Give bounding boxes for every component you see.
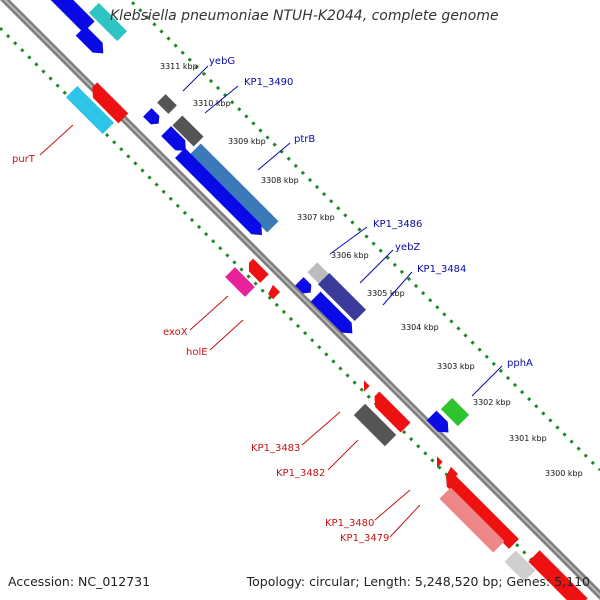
gene-label-yebZ: yebZ (395, 242, 420, 253)
gene-top-cyan (88, 2, 128, 42)
genome-summary-text: Topology: circular; Length: 5,248,520 bp… (246, 574, 590, 589)
gene-holE (268, 284, 281, 300)
gene-ptrB (189, 143, 279, 233)
gene-KP1_3480-small (437, 456, 443, 468)
gene-purT-cyan (65, 85, 115, 135)
tick-label: 3302 kbp (473, 398, 511, 407)
gene-label-KP1_3486: KP1_3486 (373, 219, 422, 230)
gene-pphA-fwd (426, 410, 449, 433)
gene-bottom-grey (504, 550, 536, 582)
forward-labels (182, 65, 503, 397)
gene-label-exoX: exoX (163, 327, 188, 338)
tick-label: 3304 kbp (401, 323, 439, 332)
leader-line (329, 226, 368, 255)
gene-small-blue (143, 108, 160, 125)
reverse-features (65, 82, 588, 600)
gene-label-ptrB: ptrB (294, 134, 315, 145)
accession-text: Accession: NC_012731 (8, 574, 151, 589)
gene-pphA (440, 397, 470, 427)
leader-line (382, 271, 413, 306)
outer-dotted-track (127, 0, 600, 472)
gene-exoX (225, 267, 255, 297)
genome-title: Klebsiella pneumoniae NTUH-K2044, comple… (110, 8, 499, 24)
leader-line (189, 295, 229, 331)
leader-line (359, 249, 394, 284)
tick-label: 3303 kbp (437, 362, 475, 371)
tick-label: 3300 kbp (545, 469, 583, 478)
tick-label: 3305 kbp (367, 289, 405, 298)
tick-label: 3301 kbp (509, 434, 547, 443)
forward-features (49, 0, 470, 433)
gene-top-arrow (75, 25, 104, 54)
leader-line (204, 85, 239, 114)
reverse-labels (39, 124, 421, 538)
tick-label: 3306 kbp (331, 251, 369, 260)
tick-label: 3310 kbp (193, 99, 231, 108)
gene-KP1_3483 (374, 391, 411, 433)
gene-yebZ (317, 272, 367, 322)
leader-line (327, 439, 359, 471)
tick-label: 3307 kbp (297, 213, 335, 222)
leader-line (471, 365, 503, 397)
gene-KP1_3486 (307, 262, 329, 284)
gene-exoX-arrow (248, 258, 269, 283)
gene-KP1_3483-small (364, 380, 370, 392)
gene-KP1_3490 (172, 115, 204, 147)
leader-line (39, 124, 74, 156)
gene-label-KP1_3482: KP1_3482 (276, 468, 325, 479)
gene-bottom-red (528, 550, 588, 600)
forward-label-text: yebG KP1_3490 ptrB KP1_3486 yebZ KP1_348… (209, 56, 533, 369)
gene-label-KP1_3483: KP1_3483 (251, 443, 300, 454)
leader-line (374, 489, 411, 521)
gene-KP1_3484 (295, 277, 312, 294)
gene-label-KP1_3484: KP1_3484 (417, 264, 466, 275)
gene-ptrB-fwd (161, 126, 186, 151)
leader-line (182, 65, 209, 92)
gene-label-KP1_3480: KP1_3480 (325, 518, 374, 529)
gene-yebG (157, 94, 177, 114)
tick-label: 3308 kbp (261, 176, 299, 185)
gene-label-KP1_3490: KP1_3490 (244, 77, 293, 88)
leader-line (301, 411, 341, 446)
reverse-label-text: purT exoX holE KP1_3483 KP1_3482 KP1_348… (12, 154, 389, 544)
gene-label-pphA: pphA (507, 358, 533, 369)
gene-top-blue (49, 0, 95, 33)
gene-KP1_3479 (439, 487, 505, 553)
gene-long-red (446, 471, 519, 549)
leader-line (389, 504, 421, 538)
leader-line (209, 319, 244, 351)
gene-yebZ-fwd (310, 291, 353, 334)
gene-label-yebG: yebG (209, 56, 235, 67)
kbp-ticks: 3311 kbp 3310 kbp 3309 kbp 3308 kbp 3307… (160, 62, 583, 478)
gene-label-KP1_3479: KP1_3479 (340, 533, 389, 544)
gene-KP1_3482 (353, 403, 397, 447)
tick-label: 3309 kbp (228, 137, 266, 146)
tick-label: 3311 kbp (160, 62, 198, 71)
gene-label-purT: purT (12, 154, 36, 165)
leader-line (257, 142, 291, 171)
gene-label-holE: holE (186, 347, 208, 358)
gene-long-blue (175, 148, 263, 236)
gene-purT (92, 82, 129, 124)
